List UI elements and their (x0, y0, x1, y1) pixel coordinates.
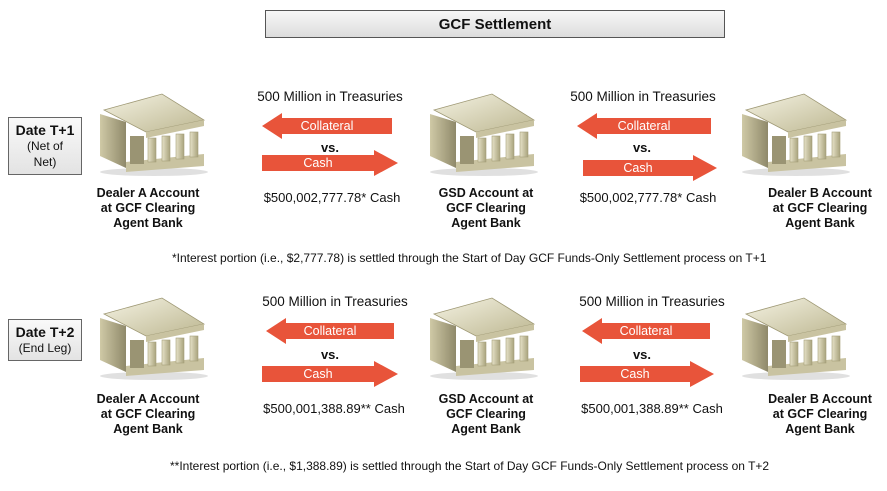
date-label: Date T+1 (15, 122, 75, 138)
footnote-t1: *Interest portion (i.e., $2,777.78) is s… (172, 251, 767, 265)
bank-building-icon (426, 92, 538, 176)
date-sub-label: Net) (33, 155, 57, 169)
collateral-arrow: Collateral (582, 318, 710, 344)
treasuries-label: 500 Million in Treasuries (257, 89, 403, 104)
bank-building-icon (96, 92, 208, 176)
treasuries-label: 500 Million in Treasuries (579, 294, 725, 309)
cash-amount: $500,001,388.89** Cash (263, 401, 405, 416)
date-box-t1: Date T+1 (Net of Net) (8, 117, 82, 175)
date-label: Date T+2 (15, 324, 75, 340)
cash-arrow: Cash (583, 155, 717, 181)
cash-arrow: Cash (262, 361, 398, 387)
cash-amount: $500,002,777.78* Cash (579, 190, 717, 205)
diagram-title: GCF Settlement (265, 10, 725, 38)
vs-label: vs. (632, 347, 652, 362)
bank-building-icon (96, 296, 208, 380)
cash-amount: $500,002,777.78* Cash (263, 190, 401, 205)
vs-label: vs. (632, 140, 652, 155)
vs-label: vs. (320, 347, 340, 362)
treasuries-label: 500 Million in Treasuries (262, 294, 408, 309)
bank-building-icon (426, 296, 538, 380)
collateral-arrow: Collateral (577, 113, 711, 139)
bank-building-icon (738, 296, 850, 380)
bank-building-icon (738, 92, 850, 176)
date-sub-label: (End Leg) (18, 341, 72, 355)
collateral-arrow: Collateral (266, 318, 394, 344)
footnote-t2: **Interest portion (i.e., $1,388.89) is … (170, 459, 770, 473)
cash-arrow: Cash (580, 361, 714, 387)
cash-arrow: Cash (262, 150, 398, 176)
cash-amount: $500,001,388.89** Cash (581, 401, 723, 416)
collateral-arrow: Collateral (262, 113, 392, 139)
date-sub-label: (Net of (26, 139, 63, 153)
vs-label: vs. (320, 140, 340, 155)
date-box-t2: Date T+2 (End Leg) (8, 319, 82, 361)
treasuries-label: 500 Million in Treasuries (570, 89, 716, 104)
